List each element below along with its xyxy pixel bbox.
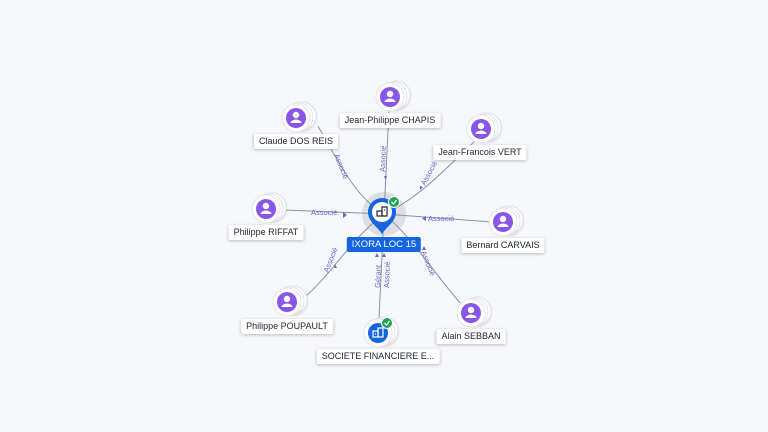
edge-label-philippe-poupault: Associé (322, 246, 340, 274)
edge-label-jean-philippe-chapis: Associé (378, 146, 388, 173)
label-bernard-carvais[interactable]: Bernard CARVAIS (461, 238, 545, 253)
edge-label-societe-associe: Associé (382, 262, 392, 289)
edge-label-claude-dos-reis: Associé (332, 152, 350, 180)
center-company-label[interactable]: IXORA LOC 15 (346, 237, 422, 252)
edge-label-alain-sebban: Associé (419, 249, 437, 277)
edge-label-societe-gerant: Gérant (373, 264, 383, 288)
building-icon (376, 206, 388, 217)
verified-check-icon (381, 317, 393, 329)
arrow-carvais (422, 216, 426, 221)
node-alain-sebban[interactable] (456, 296, 492, 328)
edge-alain-sebban (383, 213, 463, 306)
building-icon (372, 327, 384, 338)
arrow-sebban (422, 246, 426, 250)
arrow-societe-2 (382, 253, 386, 257)
arrow-vert (420, 186, 423, 190)
node-philippe-riffat[interactable] (251, 192, 287, 224)
label-philippe-poupault[interactable]: Philippe POUPAULT (241, 319, 333, 334)
arrow-riffat (343, 212, 347, 218)
node-bernard-carvais[interactable] (488, 205, 524, 237)
node-societe-financiere[interactable] (363, 316, 399, 348)
edge-label-philippe-riffat: Associé (311, 208, 337, 217)
center-node[interactable] (368, 196, 400, 235)
edge-label-jean-francois-vert: Associé (419, 160, 439, 187)
label-jean-francois-vert[interactable]: Jean-Francois VERT (433, 145, 527, 160)
label-claude-dos-reis[interactable]: Claude DOS REIS (253, 134, 339, 149)
node-jean-francois-vert[interactable] (466, 112, 502, 144)
person-nodes (251, 80, 524, 328)
arrow-poupault (334, 264, 337, 268)
label-alain-sebban[interactable]: Alain SEBBAN (436, 329, 506, 344)
edge-label-bernard-carvais: Associé (428, 214, 454, 223)
label-societe-financiere[interactable]: SOCIETE FINANCIERE E... (316, 349, 440, 364)
node-philippe-poupault[interactable] (272, 285, 308, 317)
label-philippe-riffat[interactable]: Philippe RIFFAT (228, 225, 304, 240)
edge-arrows (334, 176, 426, 268)
verified-check-icon (388, 196, 400, 208)
edge-philippe-riffat (284, 209, 385, 215)
node-jean-philippe-chapis[interactable] (375, 80, 411, 112)
label-jean-philippe-chapis[interactable]: Jean-Philippe CHAPIS (339, 113, 441, 128)
edge-bernard-carvais (383, 213, 493, 223)
arrow-chapis (384, 176, 387, 180)
arrow-societe-1 (375, 253, 379, 257)
node-claude-dos-reis[interactable] (281, 101, 317, 133)
